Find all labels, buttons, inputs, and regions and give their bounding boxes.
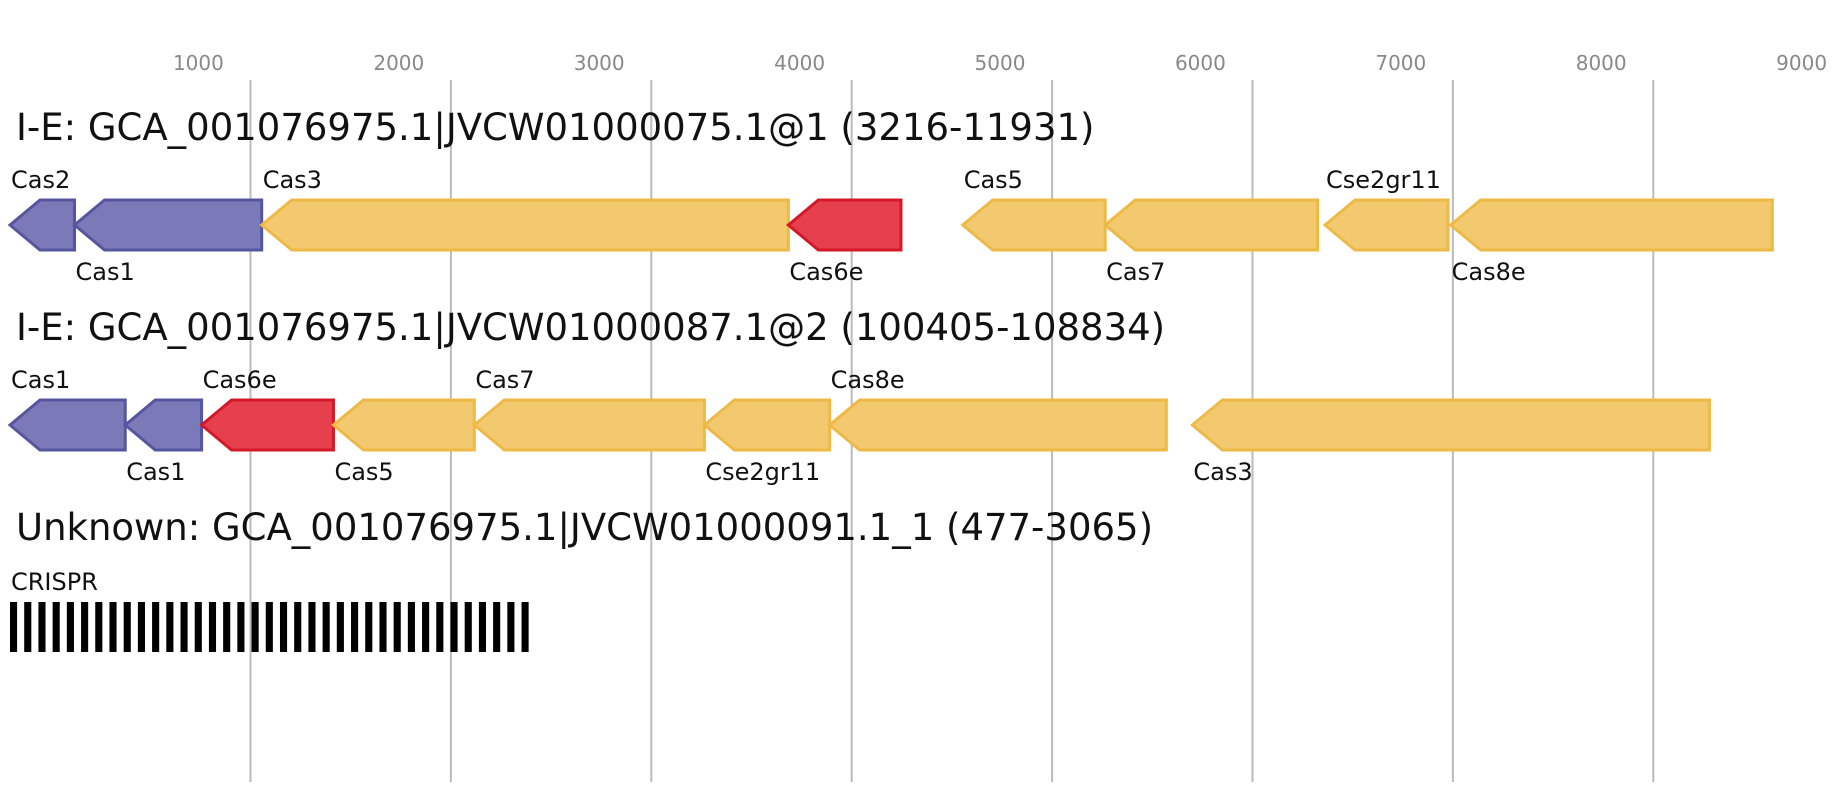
gene-label: Cas7 [475,366,534,394]
crispr-repeat [464,602,472,652]
crispr-repeat [152,602,160,652]
crispr-repeat [194,602,202,652]
gene-arrow-cas3[interactable] [1190,398,1711,452]
gene-label: Cas1 [76,258,135,286]
gene-label: Cse2gr11 [1326,166,1441,194]
crispr-repeat [450,602,458,652]
gene-arrow-cas8e[interactable] [827,398,1168,452]
crispr-repeat [407,602,415,652]
crispr-repeat [478,602,487,652]
crispr-repeat [507,602,515,652]
crispr-repeat [393,602,401,652]
gene-label: Cas5 [964,166,1023,194]
crispr-repeat [336,602,344,652]
gene-label: Cas8e [1452,258,1526,286]
gene-arrow-cas8e[interactable] [1448,198,1774,252]
crispr-repeat [436,602,444,652]
crispr-repeat [279,602,288,652]
crispr-repeat [24,602,32,652]
axis-tick-label: 7000 [1375,51,1426,75]
crispr-repeat [251,602,259,652]
axis-tick-label: 8000 [1576,51,1627,75]
crispr-array[interactable] [10,602,529,652]
gene-arrow-cas3[interactable] [259,198,790,252]
crispr-repeat [379,602,387,652]
gene-arrow-cas7[interactable] [1102,198,1320,252]
track-title: I-E: GCA_001076975.1|JVCW01000075.1@1 (3… [16,106,1094,149]
crispr-repeat [95,602,103,652]
crispr-repeat [208,602,217,652]
gene-arrow-cas6e[interactable] [199,398,335,452]
gene-label: Cas3 [1193,458,1252,486]
gene-label: Cas6e [789,258,863,286]
gene-arrow-cas1[interactable] [7,398,127,452]
axis-tick-label: 3000 [574,51,625,75]
crispr-label: CRISPR [11,568,98,596]
crispr-repeat [109,602,117,652]
gene-label: Cas1 [126,458,185,486]
gene-label: Cas2 [11,166,70,194]
gene-arrow-cas7[interactable] [471,398,706,452]
crispr-repeat [365,602,373,652]
crispr-repeat [137,602,145,652]
crispr-repeat [223,602,231,652]
gene-label: Cas7 [1106,258,1165,286]
gene-arrow-cas1[interactable] [72,198,264,252]
crispr-repeat [265,602,273,652]
gene-arrow-cas5[interactable] [960,198,1107,252]
crispr-repeat [422,602,430,652]
axis-tick-label: 6000 [1175,51,1226,75]
crispr-repeat [66,602,74,652]
track-title: I-E: GCA_001076975.1|JVCW01000087.1@2 (1… [16,306,1165,349]
gene-label: Cas5 [334,458,393,486]
crispr-repeat [180,602,188,652]
axis-tick-label: 5000 [975,51,1026,75]
gene-label: Cas6e [203,366,277,394]
crispr-repeat [123,602,131,652]
crispr-repeat [351,602,359,652]
gene-arrow-cas6e[interactable] [786,198,903,252]
crispr-repeat [10,602,18,652]
gene-label: Cas3 [263,166,322,194]
gene-label: Cas1 [11,366,70,394]
track: I-E: GCA_001076975.1|JVCW01000087.1@2 (1… [7,306,1711,486]
crispr-repeat [166,602,174,652]
axis-tick-label: 1000 [173,51,224,75]
track: I-E: GCA_001076975.1|JVCW01000075.1@1 (3… [7,106,1774,286]
gene-label: Cse2gr11 [705,458,820,486]
axis-tick-label: 4000 [774,51,825,75]
axis-tick-label: 9000 [1776,51,1827,75]
crispr-repeat [322,602,330,652]
crispr-repeat [81,602,89,652]
gene-arrow-cas2[interactable] [7,198,77,252]
tracks: I-E: GCA_001076975.1|JVCW01000075.1@1 (3… [7,106,1774,652]
gene-label: Cas8e [831,366,905,394]
gene-arrow-cse2gr11[interactable] [702,398,832,452]
gene-arrow-cse2gr11[interactable] [1322,198,1450,252]
gene-arrow-cas5[interactable] [331,398,476,452]
axis-tick-label: 2000 [373,51,424,75]
crispr-repeat [52,602,60,652]
crispr-repeat [521,602,529,652]
crispr-repeat [493,602,501,652]
gene-arrow-cas1[interactable] [122,398,204,452]
track: Unknown: GCA_001076975.1|JVCW01000091.1_… [10,506,1153,652]
track-title: Unknown: GCA_001076975.1|JVCW01000091.1_… [16,506,1153,549]
crispr-repeat [308,602,316,652]
crispr-repeat [294,602,302,652]
crispr-repeat [38,602,46,652]
crispr-repeat [237,602,245,652]
